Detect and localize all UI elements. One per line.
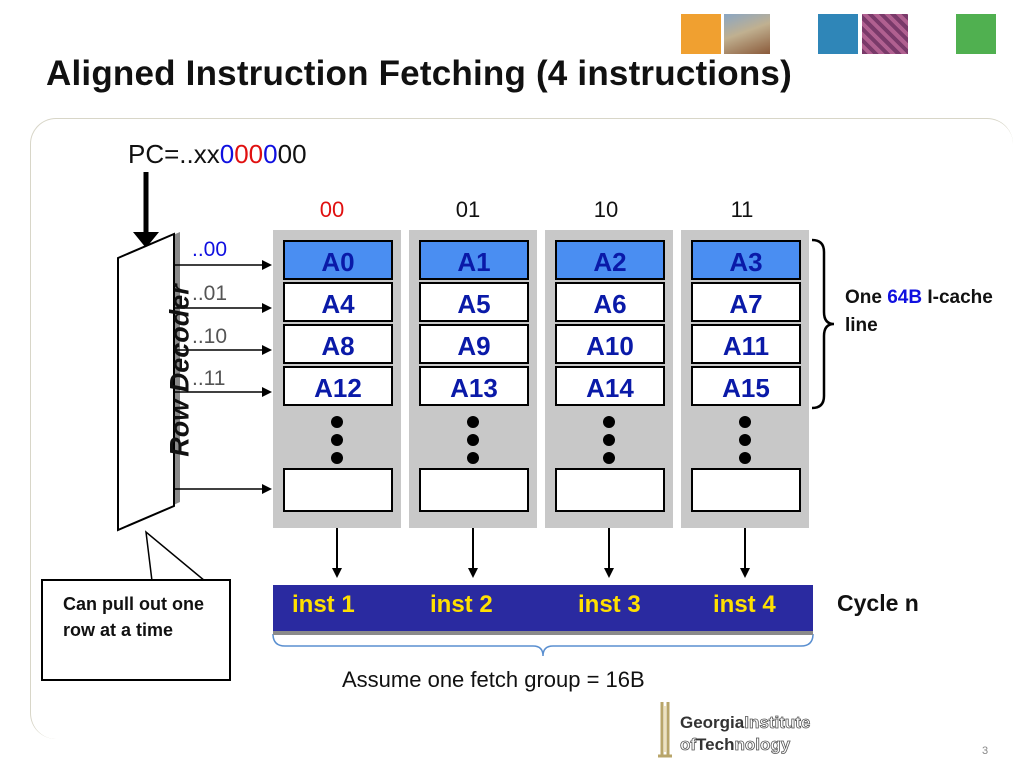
orange-square-icon: [681, 14, 721, 54]
bank-cell: A10: [555, 324, 665, 364]
logo-nology: nology: [734, 735, 790, 754]
campus-photo-icon: [724, 14, 770, 54]
bank-cell: A11: [691, 324, 801, 364]
bank-cell: A4: [283, 282, 393, 322]
cache-line-note: One 64B I-cache line: [845, 284, 1005, 340]
content-frame: [30, 118, 1013, 739]
green-square-icon: [956, 14, 996, 54]
instruction-label: inst 2: [430, 591, 493, 618]
row-decoder-label: Row Decoder: [164, 284, 195, 457]
memory-bank-1: A1 A5 A9 A13: [409, 230, 537, 528]
pc-bits-red: 00: [234, 139, 264, 169]
circuit-photo-icon: [862, 14, 908, 54]
row-label-00-text: ..00: [192, 238, 228, 261]
bank-output-register: [419, 468, 529, 512]
bank-cell: A8: [283, 324, 393, 364]
logo-institute: Institute: [744, 713, 810, 732]
blue-square-icon: [818, 14, 858, 54]
memory-bank-2: A2 A6 A10 A14: [545, 230, 673, 528]
svg-text:ofTechnology: ofTechnology: [680, 735, 791, 754]
page-title: Aligned Instruction Fetching (4 instruct…: [46, 54, 792, 93]
page-number: 3: [982, 745, 989, 757]
ellipsis-dot: [331, 416, 343, 428]
pc-arrow: [133, 172, 159, 248]
logo-tech: Tech: [696, 735, 734, 754]
bank-output-register: [555, 468, 665, 512]
row-label-11-text: ..11: [192, 367, 226, 390]
column-header-1: 01: [455, 197, 481, 222]
logo-georgia: Georgia: [680, 713, 745, 732]
bank-cell: A14: [555, 366, 665, 406]
cache-line-size: 64B: [887, 287, 923, 308]
fetch-group-brace: [272, 633, 814, 657]
column-header-3: 11: [730, 197, 754, 222]
bank-cell: A0: [283, 240, 393, 280]
instruction-label: inst 4: [713, 591, 776, 618]
bank-output-register: [691, 468, 801, 512]
callout-box: Can pull out one row at a time: [41, 579, 231, 681]
row-label-01-text: ..01: [192, 282, 228, 305]
bank-cell: A6: [555, 282, 665, 322]
row-label-10: ..10: [192, 325, 227, 349]
pc-bits-blue-2: 0: [263, 139, 278, 169]
bank-cell: A1: [419, 240, 529, 280]
callout-pointer: [145, 530, 208, 582]
svg-text:GeorgiaInstitute: GeorgiaInstitute: [680, 713, 810, 732]
ellipsis-dot: [603, 452, 615, 464]
ellipsis-dot: [603, 434, 615, 446]
row-label-10-text: ..10: [192, 325, 228, 348]
column-header-2: 10: [593, 197, 619, 222]
bank-cell: A9: [419, 324, 529, 364]
row-decoder-shape: [117, 232, 180, 532]
row-label-11: ..11: [192, 367, 225, 391]
row-label-00: ..00: [192, 238, 227, 262]
memory-bank-3: A3 A7 A11 A15: [681, 230, 809, 528]
bank-cell: A7: [691, 282, 801, 322]
ellipsis-dot: [467, 416, 479, 428]
cache-line-brace: [811, 238, 835, 410]
pc-value: PC=..xx000000: [128, 139, 307, 170]
cache-line-pre: One: [845, 287, 888, 308]
bank-cell: A3: [691, 240, 801, 280]
bank-cell: A12: [283, 366, 393, 406]
row-select-lines: [174, 260, 272, 494]
row-label-01: ..01: [192, 282, 227, 306]
ellipsis-dot: [331, 452, 343, 464]
instruction-label: inst 1: [292, 591, 355, 618]
ellipsis-dot: [739, 434, 751, 446]
column-header-0: 00: [319, 197, 345, 222]
fetch-group-note: Assume one fetch group = 16B: [342, 667, 645, 692]
ellipsis-dot: [739, 416, 751, 428]
georgia-tech-logo: GeorgiaInstitute ofTechnology: [640, 696, 875, 764]
ellipsis-dot: [739, 452, 751, 464]
pc-suffix: 00: [277, 139, 307, 169]
memory-bank-0: A0 A4 A8 A12: [273, 230, 401, 528]
ellipsis-dot: [467, 452, 479, 464]
ellipsis-dot: [603, 416, 615, 428]
logo-of: of: [680, 735, 696, 754]
bank-cell: A13: [419, 366, 529, 406]
pc-bits-blue-1: 0: [219, 139, 235, 169]
bank-cell: A15: [691, 366, 801, 406]
cycle-label: Cycle n: [837, 590, 919, 616]
pc-prefix: PC=..xx: [128, 139, 220, 169]
ellipsis-dot: [331, 434, 343, 446]
cache-line-post: I-cache line: [845, 287, 993, 336]
fetch-group-bar: inst 1 inst 2 inst 3 inst 4: [273, 585, 813, 635]
bank-cell: A2: [555, 240, 665, 280]
bank-output-register: [283, 468, 393, 512]
instruction-label: inst 3: [578, 591, 641, 618]
ellipsis-dot: [467, 434, 479, 446]
bank-cell: A5: [419, 282, 529, 322]
